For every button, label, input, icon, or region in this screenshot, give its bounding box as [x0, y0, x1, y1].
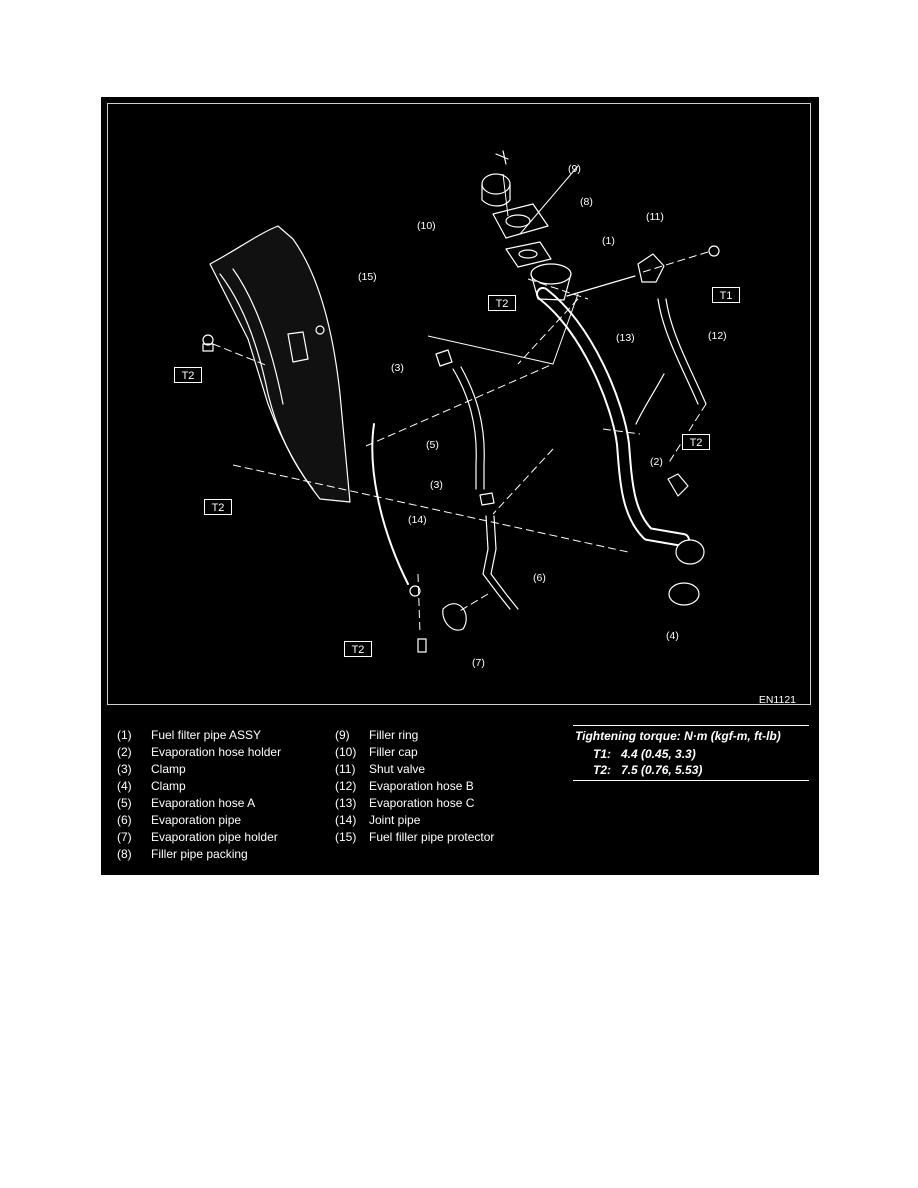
evaporation-hose-holder [667, 473, 689, 497]
legend-number: (5) [117, 796, 132, 810]
evaporation-pipe [482, 515, 511, 610]
exploded-view-figure: (1) (2) (3) (3) (4) (5) (6) (7) (8) (9) … [101, 97, 819, 875]
torque-row-t2: T2: 7.5 (0.76, 5.53) [573, 761, 809, 780]
legend-row: (12) Evaporation hose B [335, 778, 474, 794]
legend-number: (8) [117, 847, 132, 861]
legend-row: (15) Fuel filler pipe protector [335, 829, 494, 845]
torque-box-t2-left: T2 [174, 367, 202, 383]
evaporation-hose-c [635, 373, 665, 425]
legend-row: (9) Filler ring [335, 727, 418, 743]
callout-11: (11) [646, 211, 664, 223]
legend-label: Evaporation hose C [369, 796, 475, 810]
callout-14: (14) [408, 514, 427, 526]
legend-label: Filler pipe packing [151, 847, 248, 861]
legend-label: Evaporation hose holder [151, 745, 282, 759]
callout-9: (9) [568, 163, 581, 175]
fuel-filler-pipe-protector [209, 225, 351, 503]
legend-label: Joint pipe [369, 813, 421, 827]
clamp-3-lower [479, 492, 495, 506]
legend-row: (6) Evaporation pipe [117, 812, 241, 828]
callout-15: (15) [358, 271, 377, 283]
callout-2: (2) [650, 456, 663, 468]
callout-6: (6) [533, 572, 546, 584]
torque-title: Tightening torque: N·m (kgf-m, ft-lb) [575, 729, 781, 743]
callout-13: (13) [616, 332, 635, 344]
legend-number: (11) [335, 762, 356, 776]
legend-row: (1) Fuel filter pipe ASSY [117, 727, 261, 743]
filler-pipe-packing [505, 241, 552, 268]
legend-number: (1) [117, 728, 132, 742]
clamp-3-upper [435, 349, 453, 367]
legend-row: (14) Joint pipe [335, 812, 420, 828]
legend-label: Clamp [151, 779, 186, 793]
legend-number: (6) [117, 813, 132, 827]
callout-5: (5) [426, 439, 439, 451]
torque-rule-bottom [573, 780, 809, 781]
torque-box-t2-right: T2 [682, 434, 710, 450]
legend-label: Evaporation hose B [369, 779, 474, 793]
callout-7: (7) [472, 657, 485, 669]
figure-id: EN1121 [758, 694, 796, 706]
torque-row-t1: T1: 4.4 (0.45, 3.3) [573, 745, 809, 761]
tightening-torque-table: Tightening torque: N·m (kgf-m, ft-lb) T1… [573, 725, 809, 781]
torque-key: T1: [593, 747, 611, 761]
evaporation-pipe-holder [442, 603, 467, 631]
legend-row: (7) Evaporation pipe holder [117, 829, 278, 845]
legend-number: (14) [335, 813, 357, 827]
torque-rule-top [573, 725, 809, 726]
legend-number: (3) [117, 762, 132, 776]
legend-row: (2) Evaporation hose holder [117, 744, 281, 760]
legend-number: (13) [335, 796, 357, 810]
callout-3-upper: (3) [391, 362, 404, 374]
torque-box-t2-top: T2 [488, 295, 516, 311]
legend-label: Evaporation pipe holder [151, 830, 278, 844]
callout-1: (1) [602, 235, 615, 247]
legend-row: (8) Filler pipe packing [117, 846, 248, 862]
torque-key: T2: [593, 763, 611, 777]
legend-label: Fuel filler pipe protector [369, 830, 495, 844]
torque-box-t1: T1 [712, 287, 740, 303]
callout-4: (4) [666, 630, 679, 642]
filler-cap [481, 173, 511, 195]
legend-number: (15) [335, 830, 357, 844]
legend-number: (2) [117, 745, 132, 759]
legend-label: Evaporation hose A [151, 796, 256, 810]
fuel-filler-exploded-diagram [202, 150, 720, 653]
legend-row: (5) Evaporation hose A [117, 795, 255, 811]
torque-value: 4.4 (0.45, 3.3) [621, 747, 696, 761]
protector-bolt [202, 334, 214, 346]
legend-row: (13) Evaporation hose C [335, 795, 474, 811]
joint-pipe [371, 423, 409, 585]
evaporation-hose-b [657, 298, 699, 405]
filler-ring [492, 203, 549, 239]
legend-number: (12) [335, 779, 357, 793]
legend-label: Filler ring [369, 728, 419, 742]
callout-10: (10) [417, 220, 436, 232]
legend-row: (11) Shut valve [335, 761, 425, 777]
legend-label: Filler cap [369, 745, 418, 759]
legend-label: Fuel filter pipe ASSY [151, 728, 262, 742]
legend-number: (10) [335, 745, 357, 759]
legend-row: (3) Clamp [117, 761, 186, 777]
legend-label: Shut valve [369, 762, 426, 776]
diagram-frame: (1) (2) (3) (3) (4) (5) (6) (7) (8) (9) … [107, 103, 811, 706]
clamp-4 [668, 582, 700, 606]
legend-label: Clamp [151, 762, 186, 776]
evaporation-hose-a [452, 368, 477, 490]
torque-box-t2-lower-left: T2 [204, 499, 232, 515]
legend-row: (10) Filler cap [335, 744, 418, 760]
callout-12: (12) [708, 330, 727, 342]
legend-row: (4) Clamp [117, 778, 186, 794]
legend-number: (9) [335, 728, 350, 742]
torque-value: 7.5 (0.76, 5.53) [621, 763, 703, 777]
legend-number: (4) [117, 779, 132, 793]
callout-8: (8) [580, 196, 593, 208]
callout-3-lower: (3) [430, 479, 443, 491]
shut-valve [637, 253, 665, 283]
legend-label: Evaporation pipe [151, 813, 242, 827]
legend-number: (7) [117, 830, 132, 844]
torque-box-t2-bottom: T2 [344, 641, 372, 657]
